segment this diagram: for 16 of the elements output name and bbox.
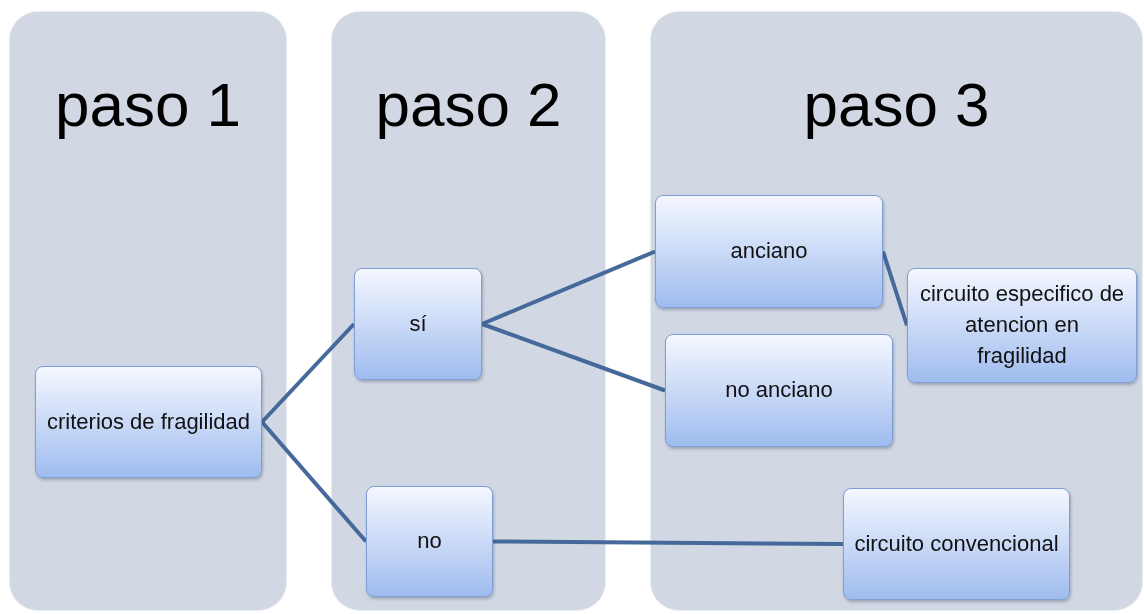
process-box: circuito especifico de atencion en fragilidad (907, 268, 1137, 383)
process-box: no (366, 486, 493, 597)
connector-line (481, 322, 666, 393)
step-column (332, 12, 605, 610)
connector-line (481, 249, 656, 326)
process-box: anciano (655, 195, 883, 308)
step-column (651, 12, 1142, 610)
process-box: sí (354, 268, 482, 380)
connector-line (493, 539, 843, 546)
connector-line (881, 250, 909, 327)
step-column (10, 12, 286, 610)
connector-line (260, 322, 356, 424)
connector-line (260, 420, 368, 543)
process-box: no anciano (665, 334, 893, 447)
process-box: criterios de fragilidad (35, 366, 262, 478)
process-box: circuito convencional (843, 488, 1070, 600)
